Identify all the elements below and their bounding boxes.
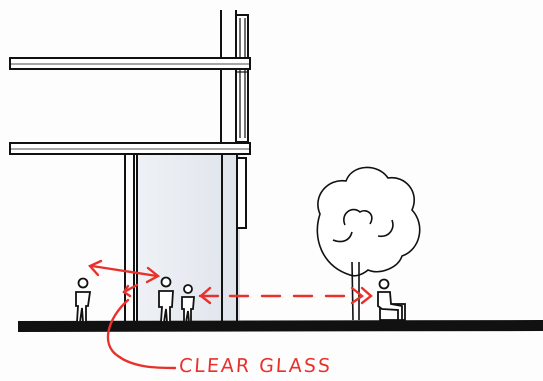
clear-glass-label: CLEAR GLASS: [178, 357, 332, 376]
standing-person: [76, 279, 90, 323]
ground-line: [18, 320, 543, 332]
standing-person: [159, 278, 173, 323]
floor-slabs: [10, 58, 250, 154]
building-facade: [221, 10, 248, 150]
